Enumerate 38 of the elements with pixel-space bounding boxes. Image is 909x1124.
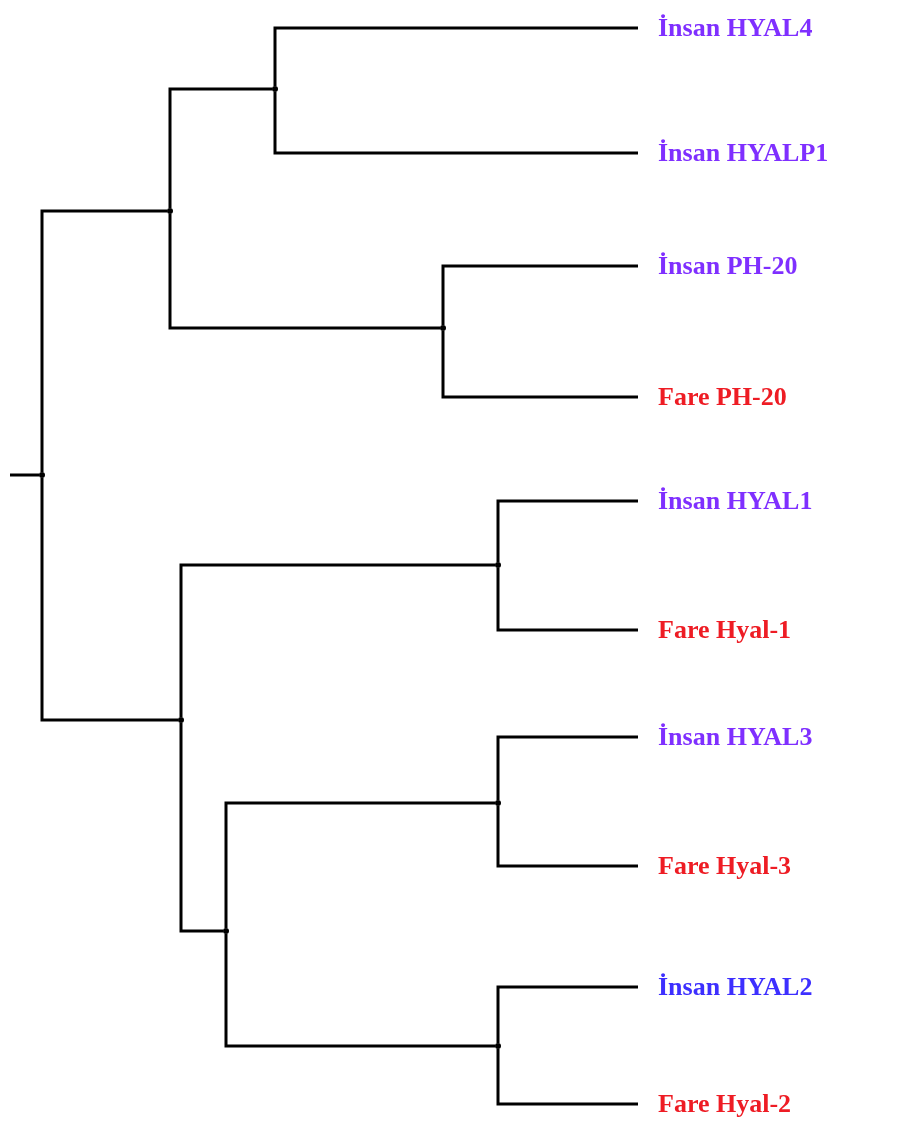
tree-branch — [10, 473, 39, 477]
tree-branch — [40, 478, 178, 722]
taxon-label: Fare Hyal-3 — [658, 852, 792, 880]
taxon-label: Fare Hyal-2 — [658, 1090, 792, 1118]
tree-branch — [496, 1049, 638, 1106]
tree-branch — [441, 331, 638, 399]
taxon-label: Fare Hyal-1 — [658, 616, 792, 644]
taxon-label: İnsan HYAL2 — [658, 973, 813, 1001]
taxon-label: İnsan PH-20 — [658, 252, 798, 280]
taxon-label: İnsan HYAL3 — [658, 723, 813, 751]
branch-node — [39, 472, 45, 478]
taxon-label: İnsan HYALP1 — [658, 139, 829, 167]
tree-branch — [496, 985, 638, 1043]
tree-branch — [224, 801, 495, 928]
branch-node — [178, 717, 184, 723]
tree-branch — [273, 92, 638, 155]
branch-node — [495, 562, 501, 568]
taxon-label: İnsan HYAL4 — [658, 14, 813, 42]
tree-branch — [179, 723, 223, 933]
tree-branch — [273, 26, 638, 86]
taxon-label: Fare PH-20 — [658, 383, 787, 411]
tree-branch — [179, 563, 495, 717]
tree-branch — [224, 934, 495, 1048]
taxon-label: İnsan HYAL1 — [658, 487, 813, 515]
tree-branch — [496, 806, 638, 868]
tree-branch — [40, 209, 167, 472]
tree-branch — [496, 499, 638, 562]
branch-node — [440, 325, 446, 331]
branch-node — [272, 86, 278, 92]
branch-node — [223, 928, 229, 934]
tree-branch — [441, 264, 638, 325]
tree-branch — [168, 87, 272, 208]
tree-branch — [168, 214, 440, 330]
branch-node — [167, 208, 173, 214]
tree-branch — [496, 568, 638, 632]
branch-node — [495, 800, 501, 806]
tree-branch — [496, 735, 638, 800]
branch-node — [495, 1043, 501, 1049]
